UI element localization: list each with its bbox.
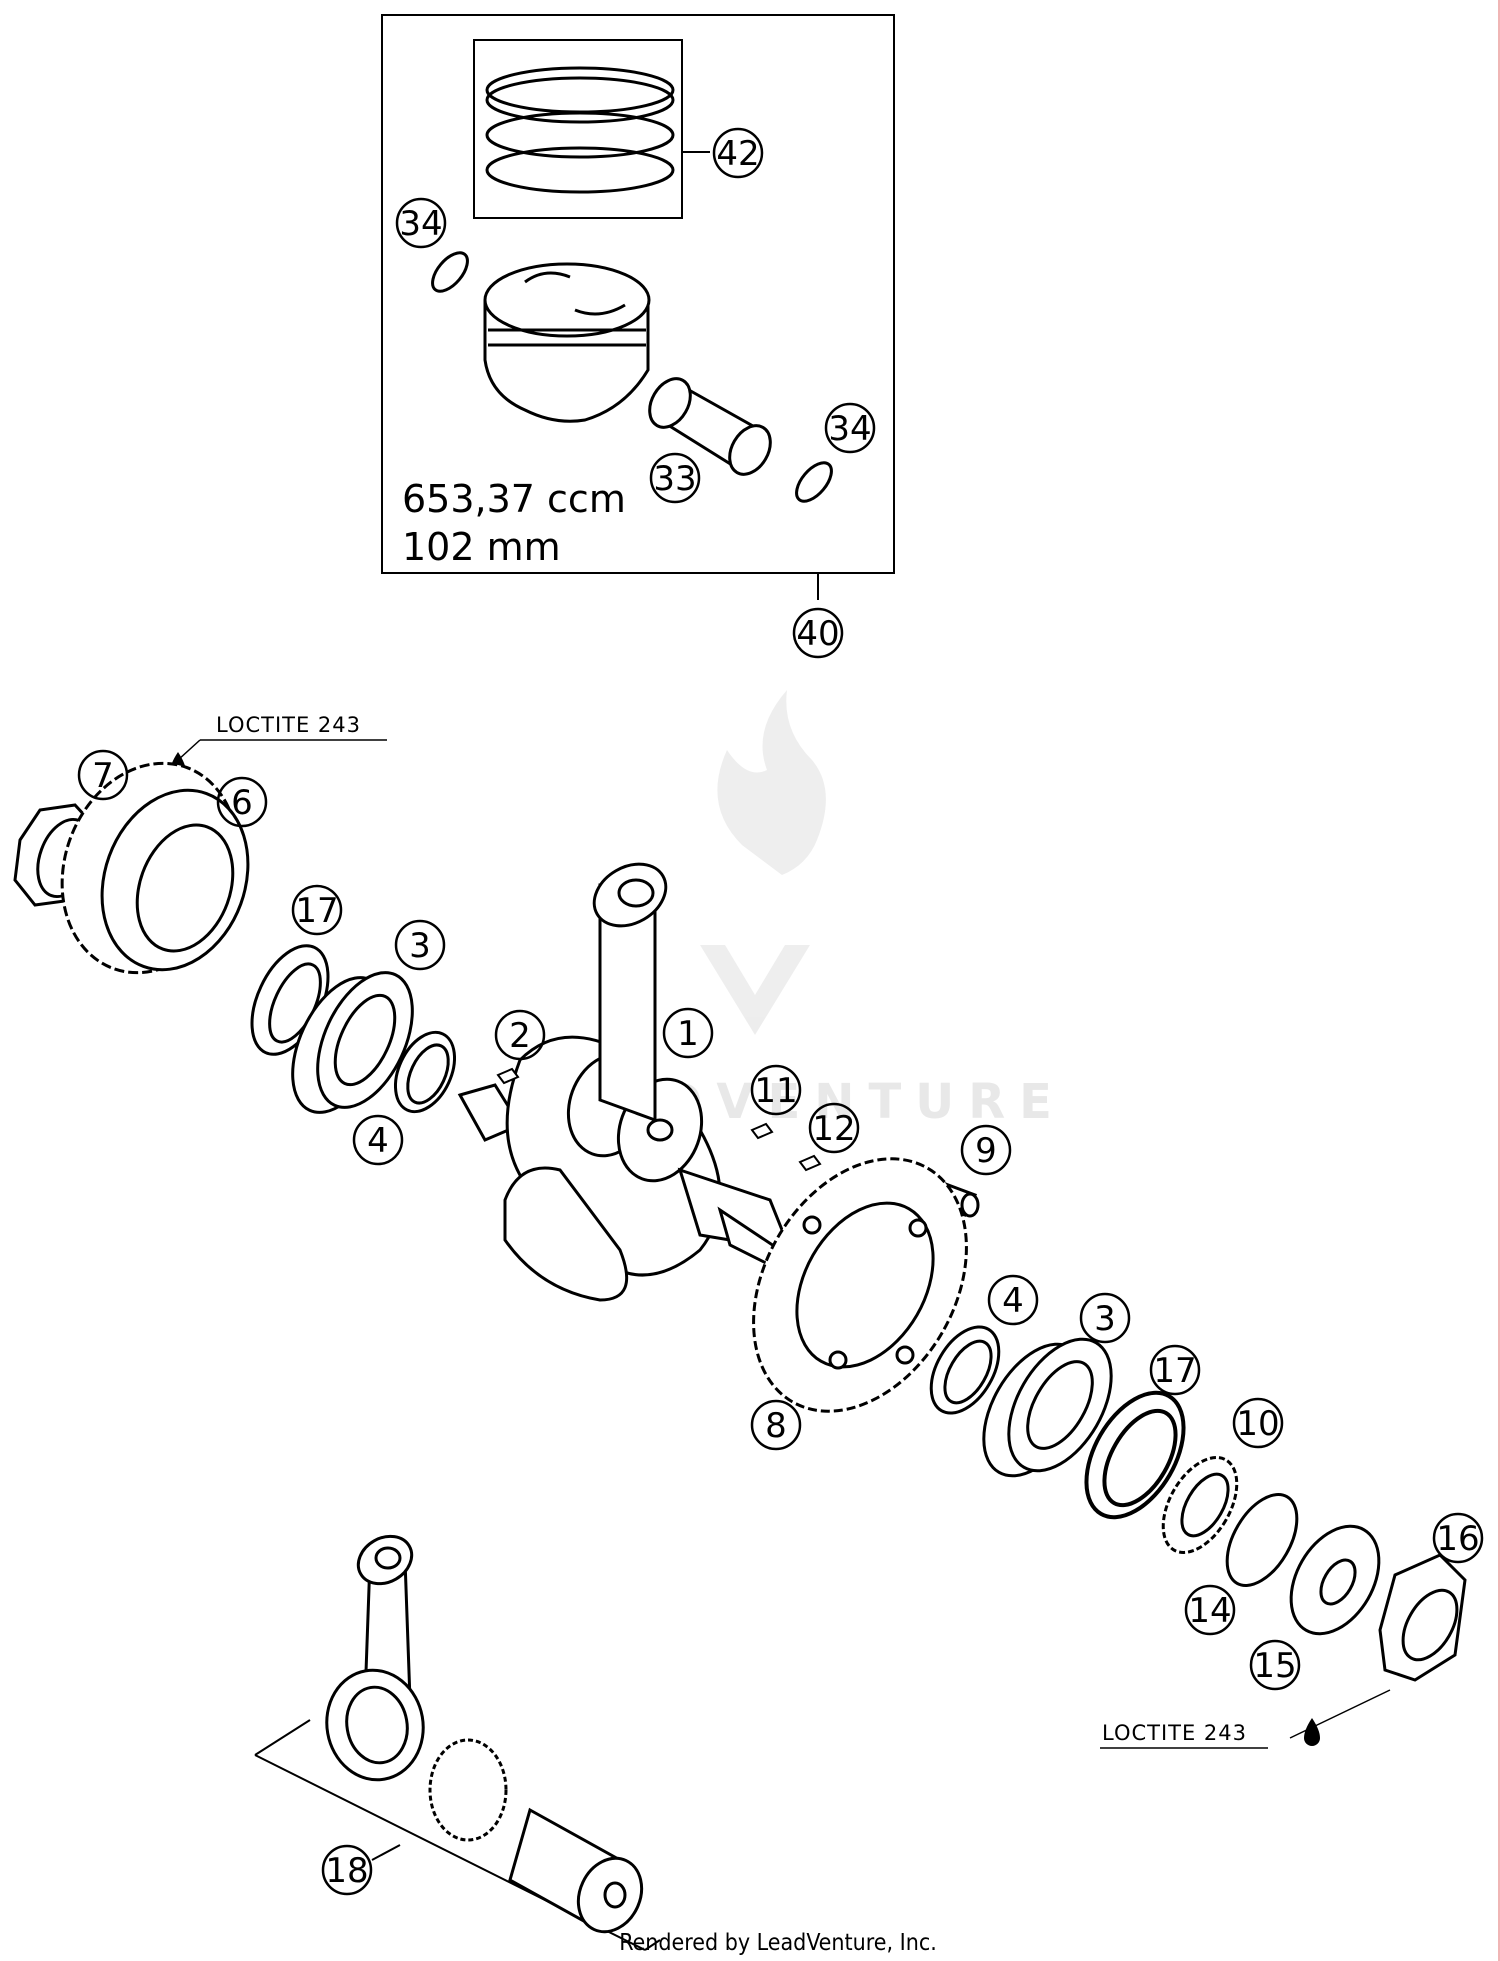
svg-text:12: 12: [812, 1109, 855, 1149]
svg-text:1: 1: [677, 1014, 699, 1054]
loctite-note-bottom: LOCTITE 243: [1100, 1689, 1391, 1749]
piston-circlip-top: [431, 251, 469, 293]
shim-right: [929, 1325, 1001, 1415]
svg-text:10: 10: [1236, 1404, 1279, 1444]
footer-credit: Rendered by LeadVenture, Inc.: [619, 1930, 937, 1956]
callout-42: 42: [712, 127, 764, 179]
callout-34-bottom: 34: [824, 402, 876, 454]
callout-7: 7: [77, 749, 129, 801]
loctite-label-bottom: LOCTITE 243: [1102, 1721, 1247, 1745]
callout-12: 12: [808, 1102, 860, 1154]
svg-text:4: 4: [1002, 1281, 1024, 1321]
svg-text:34: 34: [399, 204, 442, 244]
callout-18-leader: [371, 1844, 401, 1861]
callout-34-top: 34: [395, 197, 447, 249]
washer: [1289, 1524, 1381, 1636]
piston-rings: [485, 66, 675, 194]
page-edge-line: [1498, 0, 1500, 1961]
svg-text:33: 33: [653, 459, 696, 499]
svg-text:8: 8: [765, 1406, 787, 1446]
svg-text:3: 3: [409, 926, 431, 966]
callout-16: 16: [1432, 1512, 1484, 1564]
crankshaft-gear: [752, 1157, 968, 1413]
piston-displacement: 653,37 ccm: [402, 477, 626, 521]
callout-10: 10: [1232, 1397, 1284, 1449]
piston-kit-box: [381, 14, 895, 600]
svg-text:42: 42: [716, 134, 759, 174]
connecting-rod-kit: [254, 1534, 661, 1951]
callout-17-right: 17: [1149, 1344, 1201, 1396]
svg-text:6: 6: [231, 783, 253, 823]
piston-ring-box: [473, 39, 710, 219]
main-bearing-left: [291, 971, 414, 1114]
callout-40: 40: [792, 607, 844, 659]
svg-text:14: 14: [1188, 1591, 1231, 1631]
svg-text:16: 16: [1436, 1519, 1479, 1559]
svg-text:3: 3: [1094, 1299, 1116, 1339]
svg-text:15: 15: [1253, 1646, 1296, 1686]
callout-11: 11: [750, 1064, 802, 1116]
shaft-seal-right: [1084, 1390, 1186, 1520]
callout-6: 6: [216, 776, 268, 828]
primary-gear: [60, 761, 250, 975]
callout-3-left: 3: [394, 919, 446, 971]
callout-9: 9: [960, 1124, 1012, 1176]
callout-18: 18: [321, 1844, 373, 1896]
svg-text:4: 4: [367, 1121, 389, 1161]
svg-text:18: 18: [325, 1851, 368, 1891]
woodruff-key-2: [496, 1067, 520, 1085]
svg-text:17: 17: [1153, 1351, 1196, 1391]
svg-text:9: 9: [975, 1131, 997, 1171]
callout-1: 1: [662, 1007, 714, 1059]
callout-4-left: 4: [352, 1114, 404, 1166]
svg-text:7: 7: [92, 756, 114, 796]
main-bearing-right: [982, 1337, 1113, 1478]
piston: [483, 262, 651, 423]
piston-circlip-bottom: [795, 461, 833, 503]
crankshaft-nut-right: [1378, 1553, 1467, 1682]
callout-33: 33: [649, 452, 701, 504]
snap-ring: [1225, 1492, 1299, 1588]
svg-text:17: 17: [295, 891, 338, 931]
svg-text:34: 34: [828, 409, 871, 449]
timing-sprocket: [1161, 1456, 1239, 1554]
piston-bore: 102 mm: [402, 525, 561, 569]
piston-pin: [648, 377, 772, 476]
connecting-rod: [592, 862, 668, 1123]
callout-3-right: 3: [1079, 1292, 1131, 1344]
callout-15: 15: [1249, 1639, 1301, 1691]
loctite-label-top: LOCTITE 243: [216, 713, 361, 737]
callout-14: 14: [1184, 1584, 1236, 1636]
callout-4-right: 4: [987, 1274, 1039, 1326]
svg-text:2: 2: [509, 1016, 531, 1056]
callout-8: 8: [750, 1399, 802, 1451]
svg-text:40: 40: [796, 614, 839, 654]
shim-left: [393, 1030, 457, 1114]
callout-17-left: 17: [291, 884, 343, 936]
svg-text:11: 11: [754, 1071, 797, 1111]
woodruff-key-12: [798, 1154, 822, 1172]
callout-2: 2: [494, 1009, 546, 1061]
woodruff-key-11: [750, 1122, 774, 1140]
